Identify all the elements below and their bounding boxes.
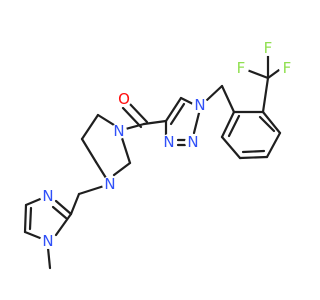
triazole-n1-atom: N <box>192 96 208 114</box>
bond-piperazine-3 <box>80 137 98 164</box>
bond-ring-to-cf3 <box>261 76 270 114</box>
bond-ch2-to-imidazole <box>69 192 81 216</box>
bond-triazole-c4-c5-double <box>169 102 186 126</box>
bond-triazole-n1-to-ch2 <box>205 84 224 102</box>
bond-benzene-3-inner <box>241 149 266 154</box>
triazole-n1-label: N <box>194 96 205 114</box>
bond-carbonyl-double-b <box>121 106 143 129</box>
bond-benzene-5 <box>261 110 282 135</box>
bond-piperazine-2 <box>80 113 100 141</box>
bond-imidazole-c4-c5 <box>23 203 28 234</box>
bond-imidazole-n1-c2 <box>54 212 73 237</box>
fluorine-c-label: F <box>283 59 292 77</box>
bond-triazole-c4-c5 <box>164 96 183 123</box>
fluorine-a-atom: F <box>233 59 249 77</box>
imidazole-n-ring-atom: N <box>40 187 56 205</box>
bond-carbonyl-to-triazole <box>142 119 168 126</box>
atom-layer: O N N N N N N <box>40 39 295 250</box>
bond-piperazine-n-to-ch2 <box>77 184 106 196</box>
triazole-n3-atom: N <box>161 133 177 151</box>
bond-piperazine-6 <box>120 136 132 165</box>
triazole-n2-atom: N <box>185 133 201 151</box>
bond-benzene-1 <box>220 110 236 139</box>
bond-benzene-1-inner <box>227 114 241 138</box>
bond-benzene-5-inner <box>258 115 276 133</box>
triazole-n3-label: N <box>163 133 174 151</box>
molecule-canvas: O N N N N N N <box>23 39 295 270</box>
imidazole-n-methyl-label: N <box>42 232 53 250</box>
bond-piperazine-4 <box>94 160 108 180</box>
bond-benzene-4 <box>265 131 282 159</box>
piperazine-n-top-label: N <box>113 122 124 140</box>
piperazine-n-top-atom: N <box>111 122 127 140</box>
molecule-structure-diagram: O N N N N N N <box>23 39 295 270</box>
fluorine-c-atom: F <box>279 59 295 77</box>
bond-ch2-to-benzene <box>220 84 236 114</box>
fluorine-b-label: F <box>264 39 273 57</box>
fluorine-b-atom: F <box>260 39 276 57</box>
bond-cf3-to-f-left <box>245 68 270 80</box>
bond-imidazole-c4-c5-double <box>28 206 33 231</box>
bond-imidazole-c2-n3 <box>54 199 73 216</box>
bond-imidazole-c2-n3-double <box>51 205 68 220</box>
bond-benzene-2 <box>220 135 242 160</box>
imidazole-n-methyl-atom: N <box>40 232 56 250</box>
imidazole-n-ring-label: N <box>42 187 53 205</box>
carbonyl-oxygen-atom: O <box>116 90 132 108</box>
bond-layer <box>23 52 282 270</box>
carbonyl-oxygen-label: O <box>118 90 130 108</box>
bond-cf3-to-f-right <box>266 68 281 80</box>
piperazine-n-bottom-label: N <box>104 175 115 193</box>
piperazine-n-bottom-atom: N <box>102 175 118 193</box>
triazole-n2-label: N <box>187 133 198 151</box>
bond-n-methyl <box>46 246 52 270</box>
bond-piperazine-5 <box>112 161 132 177</box>
bond-benzene-3 <box>238 155 269 160</box>
bond-imidazole-c5-n1 <box>23 230 42 240</box>
bond-carbonyl-double-a <box>127 101 149 124</box>
bond-triazole-n1-n2 <box>192 111 201 135</box>
fluorine-a-label: F <box>237 59 246 77</box>
